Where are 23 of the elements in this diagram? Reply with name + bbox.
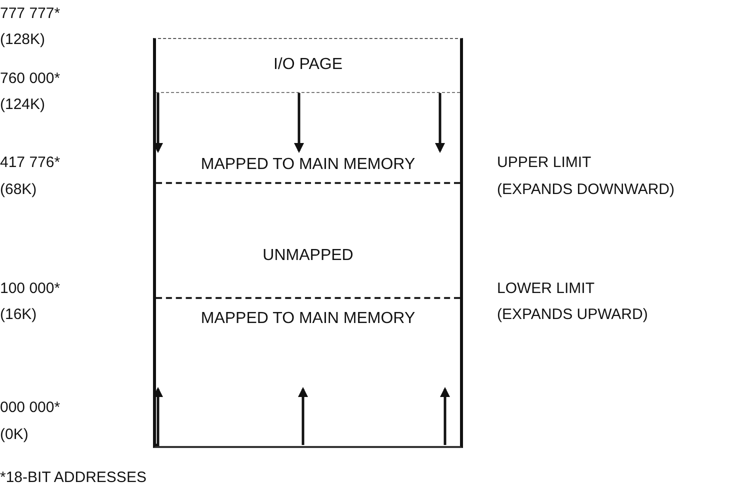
address-label: 000 000* <box>0 399 60 417</box>
arrow <box>153 93 163 153</box>
limit-label: LOWER LIMIT <box>497 280 595 298</box>
limit-note: (EXPANDS UPWARD) <box>497 306 648 324</box>
size-label: (0K) <box>0 426 28 444</box>
address-label: 417 776* <box>0 154 60 172</box>
address-label: 777 777* <box>0 5 60 23</box>
region-label: UNMAPPED <box>262 247 354 264</box>
arrow <box>294 93 304 153</box>
limit-label: UPPER LIMIT <box>497 154 592 172</box>
size-label: (16K) <box>0 306 37 324</box>
region-label: MAPPED TO MAIN MEMORY <box>200 156 416 173</box>
size-label: (124K) <box>0 96 46 114</box>
region-label: MAPPED TO MAIN MEMORY <box>200 310 416 327</box>
footnote: *18-BIT ADDRESSES <box>0 469 146 487</box>
arrow <box>435 93 445 153</box>
region-label: I/O PAGE <box>273 56 343 73</box>
size-label: (68K) <box>0 181 37 199</box>
address-label: 760 000* <box>0 70 60 88</box>
limit-note: (EXPANDS DOWNWARD) <box>497 181 674 199</box>
size-label: (128K) <box>0 31 46 49</box>
memory-map-box <box>153 38 463 448</box>
address-label: 100 000* <box>0 280 60 298</box>
